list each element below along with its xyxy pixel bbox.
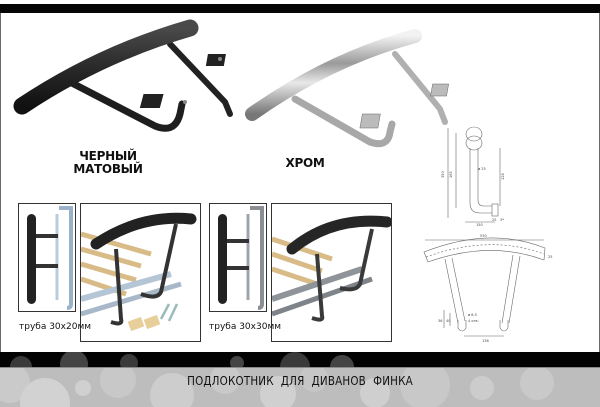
decor-bubble	[260, 376, 296, 407]
svg-text:128: 128	[501, 173, 505, 180]
svg-text:4 отв.: 4 отв.	[468, 319, 479, 323]
decor-bubble	[100, 368, 136, 398]
black-finish-label-line1: ЧЕРНЫЙ	[79, 149, 137, 163]
front-view-drawing: 530 25 ø 8,5 4 отв. 40 36 136	[423, 234, 552, 343]
bottom-band	[0, 367, 600, 407]
decor-bubble	[520, 368, 554, 400]
top-strip	[0, 0, 600, 4]
svg-text:136: 136	[482, 339, 489, 343]
tube-size-caption-2: труба 30х30мм	[209, 322, 282, 332]
decor-bubble	[150, 373, 194, 407]
chrome-finish-label: ХРОМ	[280, 157, 330, 170]
svg-text:165: 165	[449, 171, 453, 178]
decor-bubble	[360, 378, 390, 407]
tube-closeup-frame-1	[18, 203, 76, 312]
tube-size-caption-1: труба 30х20мм	[19, 322, 92, 332]
installation-image-1	[81, 212, 197, 332]
decor-bubble	[330, 355, 354, 367]
svg-text:ø 25: ø 25	[478, 167, 486, 171]
side-view-drawing: 350 165 128 150 25 3* ø 25	[441, 126, 505, 227]
black-finish-label: ЧЕРНЫЙ МАТОВЫЙ	[72, 150, 144, 176]
tube-closeup-image-2	[218, 206, 264, 310]
tube-closeup-image-1	[27, 206, 73, 310]
svg-text:530: 530	[480, 234, 487, 238]
installation-frame-1	[80, 203, 201, 342]
svg-text:25: 25	[492, 218, 496, 222]
svg-text:3*: 3*	[500, 218, 504, 222]
svg-text:350: 350	[441, 171, 445, 178]
svg-text:25: 25	[548, 255, 552, 259]
decor-bubble	[75, 380, 91, 396]
svg-text:ø 8,5: ø 8,5	[468, 313, 477, 317]
decor-bubble	[10, 356, 32, 367]
decor-bubble	[280, 352, 310, 367]
bottom-bar	[0, 352, 600, 367]
decor-bubble	[230, 356, 244, 367]
svg-text:150: 150	[476, 223, 483, 227]
top-bar	[0, 4, 600, 13]
black-finish-label-line2: МАТОВЫЙ	[73, 162, 143, 176]
svg-text:40: 40	[446, 319, 450, 323]
decor-bubble	[210, 368, 240, 394]
chrome-finish-label-text: ХРОМ	[285, 156, 325, 170]
tube-closeup-frame-2	[209, 203, 267, 312]
footer-title: ПОДЛОКОТНИК ДЛЯ ДИВАНОВ ФИНКА	[187, 373, 413, 388]
installation-frame-2	[271, 203, 392, 342]
chrome-armrest-image	[245, 29, 449, 148]
svg-text:36: 36	[438, 319, 442, 323]
black-armrest-image	[13, 19, 233, 132]
decor-bubble	[400, 368, 450, 407]
decor-bubble	[470, 376, 494, 400]
installation-image-2	[272, 215, 391, 322]
decor-bubble	[60, 352, 88, 367]
decor-bubble	[300, 368, 328, 392]
decor-bubble	[120, 354, 138, 367]
